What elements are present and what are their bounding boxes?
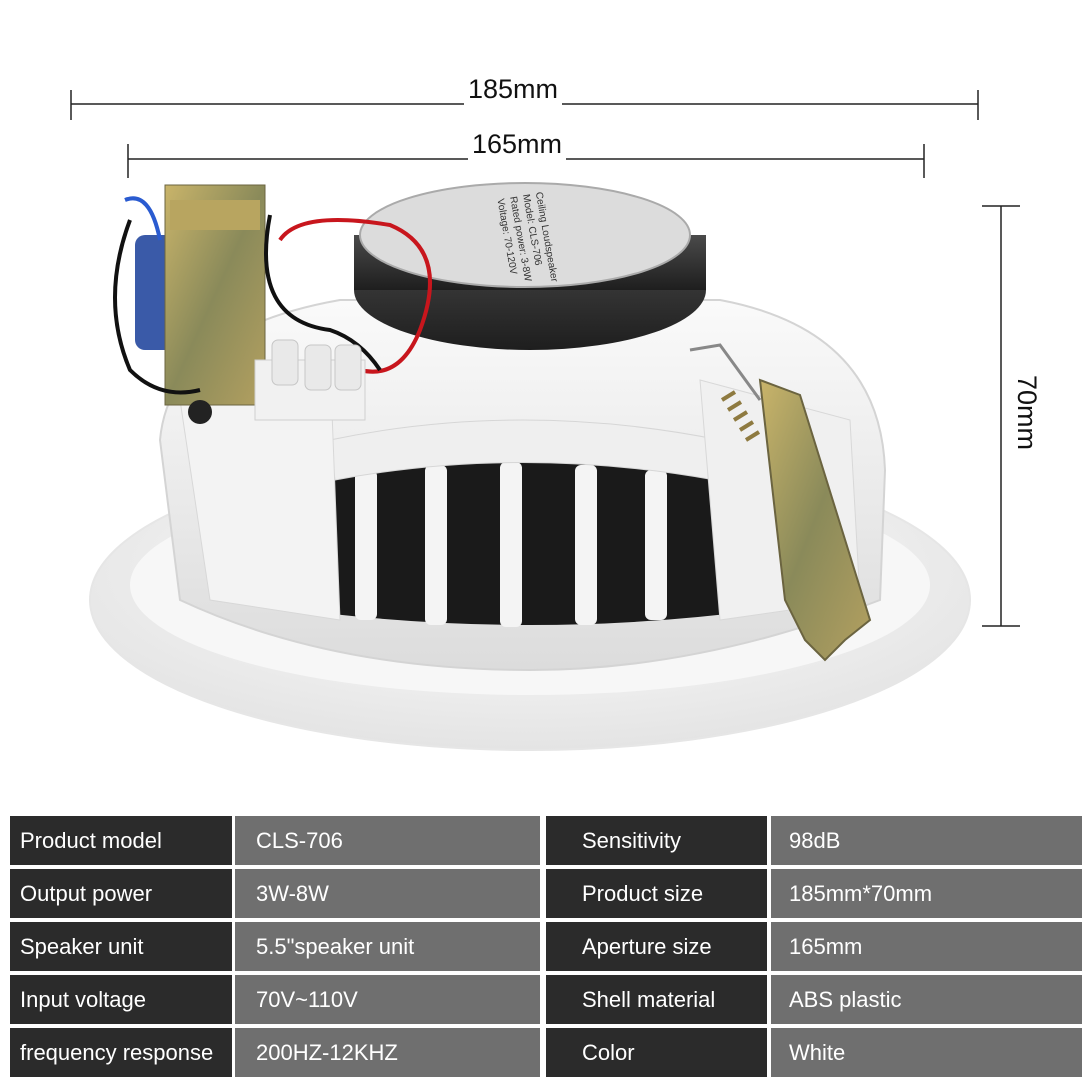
spec-label: Color xyxy=(546,1028,767,1077)
spec-value: 3W-8W xyxy=(235,869,540,918)
spec-value: ABS plastic xyxy=(771,975,1082,1024)
spec-row: Input voltage 70V~110V Shell material AB… xyxy=(10,975,1082,1024)
terminal-block xyxy=(254,339,366,421)
red-wire xyxy=(278,218,432,374)
spec-row: frequency response 200HZ-12KHZ Color Whi… xyxy=(10,1028,1082,1077)
spec-label: Input voltage xyxy=(10,975,232,1024)
dimension-185-label: 185mm xyxy=(464,74,563,105)
spec-value: 165mm xyxy=(771,922,1082,971)
spec-value: 98dB xyxy=(771,816,1082,865)
spec-value: White xyxy=(771,1028,1082,1077)
spec-label: Speaker unit xyxy=(10,922,232,971)
spec-row: Speaker unit 5.5"speaker unit Aperture s… xyxy=(10,922,1082,971)
dimension-165-label: 165mm xyxy=(468,129,567,160)
dimension-70-label: 70mm xyxy=(1011,370,1043,455)
spec-value: 5.5"speaker unit xyxy=(235,922,540,971)
spec-row: Product model CLS-706 Sensitivity 98dB xyxy=(10,816,1082,865)
spec-label: Output power xyxy=(10,869,232,918)
dimension-line-70 xyxy=(982,205,1020,627)
spring xyxy=(720,390,761,442)
black-wire xyxy=(113,219,201,395)
spec-label: Product size xyxy=(546,869,767,918)
grille-ribs xyxy=(355,462,667,627)
spec-value: 200HZ-12KHZ xyxy=(235,1028,540,1077)
mounting-clip xyxy=(689,343,872,662)
spec-label: Aperture size xyxy=(546,922,767,971)
spec-label: Shell material xyxy=(546,975,767,1024)
spec-value: 70V~110V xyxy=(235,975,540,1024)
spec-value: 185mm*70mm xyxy=(771,869,1082,918)
spec-label: frequency response xyxy=(10,1028,232,1077)
spec-value: CLS-706 xyxy=(235,816,540,865)
transformer xyxy=(135,184,266,424)
magnet-label xyxy=(359,182,691,288)
speaker-photo: Ceiling Loudspeaker Model: CLS-706 Rated… xyxy=(70,90,1020,751)
spec-label: Sensitivity xyxy=(546,816,767,865)
spec-label: Product model xyxy=(10,816,232,865)
spec-row: Output power 3W-8W Product size 185mm*70… xyxy=(10,869,1082,918)
